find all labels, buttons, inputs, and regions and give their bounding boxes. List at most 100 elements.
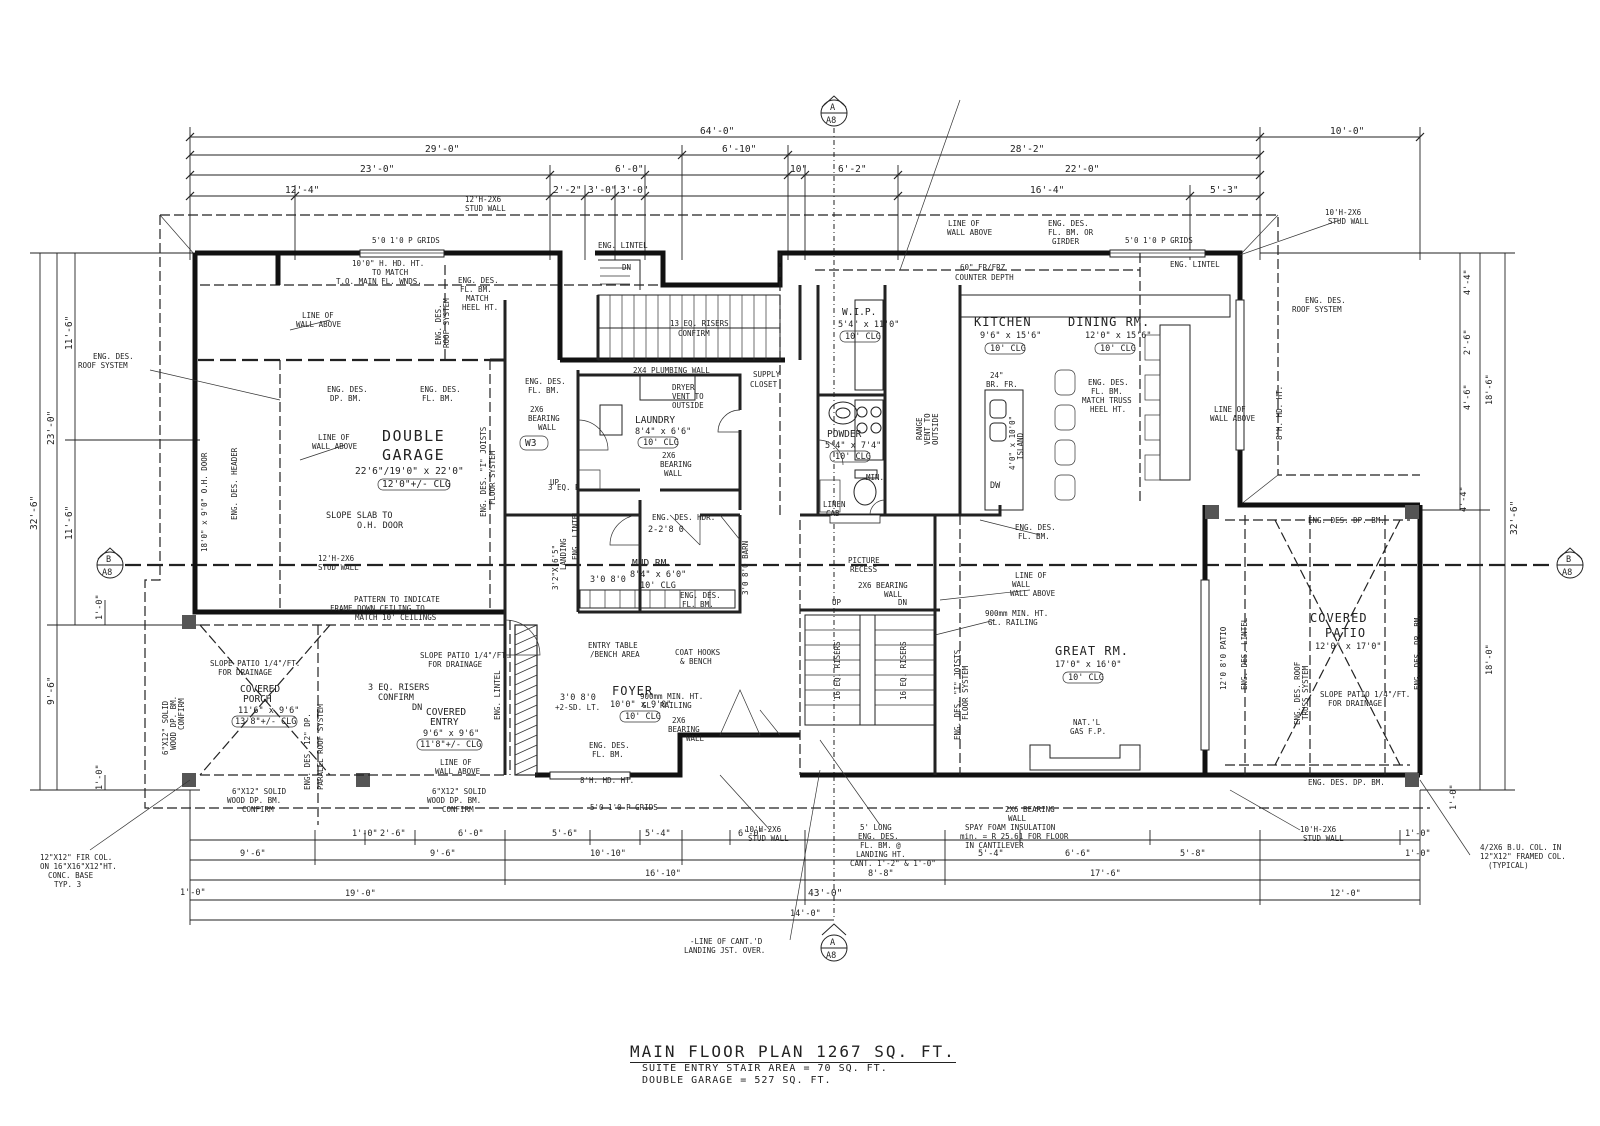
dim-bot-r1-h: 6'-6" xyxy=(1065,849,1091,859)
room-covered-entry: COVERED ENTRY 9'6" x 9'6" 11'8"+/- CLG xyxy=(416,707,483,751)
svg-text:ENG. DES.: ENG. DES. xyxy=(93,352,134,361)
svg-text:10' CLG: 10' CLG xyxy=(1100,344,1136,354)
dim-bot-r1-c: 6'-0" xyxy=(458,829,484,839)
svg-text:FOR DRAINAGE: FOR DRAINAGE xyxy=(428,660,483,669)
svg-text:ENG. DES.: ENG. DES. xyxy=(458,276,499,285)
svg-text:13 EQ. RISERS: 13 EQ. RISERS xyxy=(670,319,729,328)
svg-text:MATCH 10' CEILINGS: MATCH 10' CEILINGS xyxy=(355,613,437,622)
drawing-note-stair-area: SUITE ENTRY STAIR AREA = 70 SQ. FT. xyxy=(642,1063,888,1074)
dim-bot-r3-b: 16'-10" xyxy=(645,869,681,879)
svg-text:2-2'8 0: 2-2'8 0 xyxy=(648,525,684,535)
room-great: GREAT RM. 17'0" x 16'0" 10' CLG xyxy=(1055,644,1128,684)
svg-text:WALL: WALL xyxy=(664,469,683,478)
svg-text:LANDING JST. OVER.: LANDING JST. OVER. xyxy=(684,946,765,955)
svg-text:A8: A8 xyxy=(102,568,112,578)
dim-top-row2-c: 28'-2" xyxy=(1010,144,1044,155)
svg-text:5'0 1'0 P GRIDS: 5'0 1'0 P GRIDS xyxy=(1125,236,1193,245)
svg-text:8'4" x 6'0": 8'4" x 6'0" xyxy=(630,570,686,580)
svg-text:STUD WALL: STUD WALL xyxy=(318,563,359,572)
svg-text:ENG. DES.: ENG. DES. xyxy=(858,832,899,841)
svg-text:ENG. DES. LINTEL: ENG. DES. LINTEL xyxy=(1240,617,1249,690)
svg-text:3'2"X 6'5": 3'2"X 6'5" xyxy=(551,545,560,590)
dim-left-b: 23'-0" xyxy=(46,411,57,445)
room-powder: POWDER 5'4" x 7'4" 10' CLG xyxy=(825,429,881,463)
svg-text:TYP. 3: TYP. 3 xyxy=(54,880,81,889)
svg-text:COAT HOOKS: COAT HOOKS xyxy=(675,648,721,657)
svg-text:DINING RM.: DINING RM. xyxy=(1068,315,1150,329)
svg-text:BEARING: BEARING xyxy=(528,414,560,423)
svg-text:6"X12" SOLID: 6"X12" SOLID xyxy=(432,787,487,796)
svg-text:ENG. DES.: ENG. DES. xyxy=(420,385,461,394)
svg-text:CONC. BASE: CONC. BASE xyxy=(48,871,94,880)
svg-text:ENG. DES.: ENG. DES. xyxy=(1015,523,1056,532)
svg-text:IN CANTILEVER: IN CANTILEVER xyxy=(965,841,1024,850)
svg-text:UP: UP xyxy=(832,598,842,607)
dim-top-row4-f: 5'-3" xyxy=(1210,185,1239,196)
room-laundry: LAUNDRY 8'4" x 6'6" 10' CLG xyxy=(635,415,691,449)
svg-text:LAUNDRY: LAUNDRY xyxy=(635,415,675,426)
svg-text:DN: DN xyxy=(898,598,907,607)
svg-text:ENG. LINTEL: ENG. LINTEL xyxy=(493,670,502,720)
svg-text:ISLAND: ISLAND xyxy=(1016,432,1025,460)
dim-top-row2-a: 29'-0" xyxy=(425,144,459,155)
svg-text:DN: DN xyxy=(622,263,631,272)
svg-text:FOYER: FOYER xyxy=(612,684,653,698)
dim-right-h: 4'-4" xyxy=(1459,486,1469,512)
svg-text:SUPPLY: SUPPLY xyxy=(753,370,781,379)
drawing-title-block: MAIN FLOOR PLAN 1267 SQ. FT. SUITE ENTRY… xyxy=(630,1042,956,1087)
svg-text:ENG. DES.: ENG. DES. xyxy=(434,304,443,345)
svg-text:COVERED: COVERED xyxy=(1310,611,1368,625)
svg-text:GAS F.P.: GAS F.P. xyxy=(1070,727,1106,736)
svg-text:STUD WALL: STUD WALL xyxy=(1303,834,1344,843)
svg-text:SLOPE PATIO 1/4"/FT.: SLOPE PATIO 1/4"/FT. xyxy=(210,659,300,668)
svg-text:SPAY FOAM INSULATION: SPAY FOAM INSULATION xyxy=(965,823,1055,832)
dim-left-g: 1'-0" xyxy=(95,764,105,790)
svg-text:12'0" x 15'6": 12'0" x 15'6" xyxy=(1085,331,1152,341)
svg-text:-LINE OF CANT.'D: -LINE OF CANT.'D xyxy=(690,937,763,946)
svg-text:LINE OF: LINE OF xyxy=(1015,571,1047,580)
svg-text:HEEL HT.: HEEL HT. xyxy=(462,303,498,312)
svg-text:ENG. DES. DP. BM.: ENG. DES. DP. BM. xyxy=(1413,613,1422,690)
svg-text:CAB: CAB xyxy=(826,509,840,518)
svg-text:WALL ABOVE: WALL ABOVE xyxy=(1010,589,1056,598)
room-mud: MUD RM. 8'4" x 6'0" 10' CLG xyxy=(630,558,686,591)
svg-text:A8: A8 xyxy=(826,951,836,961)
svg-text:STUD WALL: STUD WALL xyxy=(1328,217,1369,226)
svg-text:VENT TO: VENT TO xyxy=(923,413,932,445)
dim-top-row4-d: 3'-0" xyxy=(620,185,649,196)
svg-text:ENTRY TABLE: ENTRY TABLE xyxy=(588,641,638,650)
dim-top-row4-c: 3'-0" xyxy=(588,185,617,196)
svg-text:ON 16"X16"X12"HT.: ON 16"X16"X12"HT. xyxy=(40,862,117,871)
svg-text:16 EQ. RISERS: 16 EQ. RISERS xyxy=(833,641,842,700)
svg-text:LINE OF: LINE OF xyxy=(948,219,980,228)
leader-lines xyxy=(89,99,1471,941)
svg-text:12'H-2X6: 12'H-2X6 xyxy=(318,554,355,563)
dim-right-f: 18'-0" xyxy=(1485,644,1495,675)
svg-text:10'0" x 9'0": 10'0" x 9'0" xyxy=(610,700,671,710)
dim-bot-r2-c: 10'-10" xyxy=(590,849,626,859)
svg-text:ENG. DES.: ENG. DES. xyxy=(1088,378,1129,387)
svg-text:DW: DW xyxy=(990,481,1001,491)
svg-text:VENT TO: VENT TO xyxy=(672,392,704,401)
svg-text:MUD RM.: MUD RM. xyxy=(632,558,672,569)
right-dimension-lines: 4'-4" 2'-6" 4'-6" 18'-6" 32'-6" 18'-0" 1… xyxy=(1260,252,1520,810)
drawing-note-garage-area: DOUBLE GARAGE = 527 SQ. FT. xyxy=(642,1075,832,1086)
svg-text:CONFIRM: CONFIRM xyxy=(242,805,274,814)
svg-text:ENTRY: ENTRY xyxy=(430,717,459,728)
svg-text:min. = R 25.61 FOR FLOOR: min. = R 25.61 FOR FLOOR xyxy=(960,832,1069,841)
room-dining: DINING RM. 12'0" x 15'6" 10' CLG xyxy=(1068,315,1152,355)
svg-text:9'6" x 15'6": 9'6" x 15'6" xyxy=(980,331,1041,341)
svg-text:+2-SD. LT.: +2-SD. LT. xyxy=(555,703,600,712)
svg-text:STUD WALL: STUD WALL xyxy=(465,204,506,213)
svg-text:CONFIRM: CONFIRM xyxy=(378,693,414,703)
svg-text:FOR DRAINAGE: FOR DRAINAGE xyxy=(218,668,273,677)
svg-text:WALL ABOVE: WALL ABOVE xyxy=(312,442,358,451)
svg-text:3'0 8'0: 3'0 8'0 xyxy=(590,575,626,585)
svg-text:FL. BM.: FL. BM. xyxy=(460,285,492,294)
stairs-upper xyxy=(597,259,781,361)
dim-bot-r1-e: 5'-4" xyxy=(645,829,671,839)
dim-right-b: 2'-6" xyxy=(1463,329,1473,355)
dim-bot-r1-j: 1'-0" xyxy=(1405,849,1431,859)
svg-text:ENG. DES. "I" JOISTS: ENG. DES. "I" JOISTS xyxy=(479,426,488,517)
svg-text:A8: A8 xyxy=(1562,568,1572,578)
